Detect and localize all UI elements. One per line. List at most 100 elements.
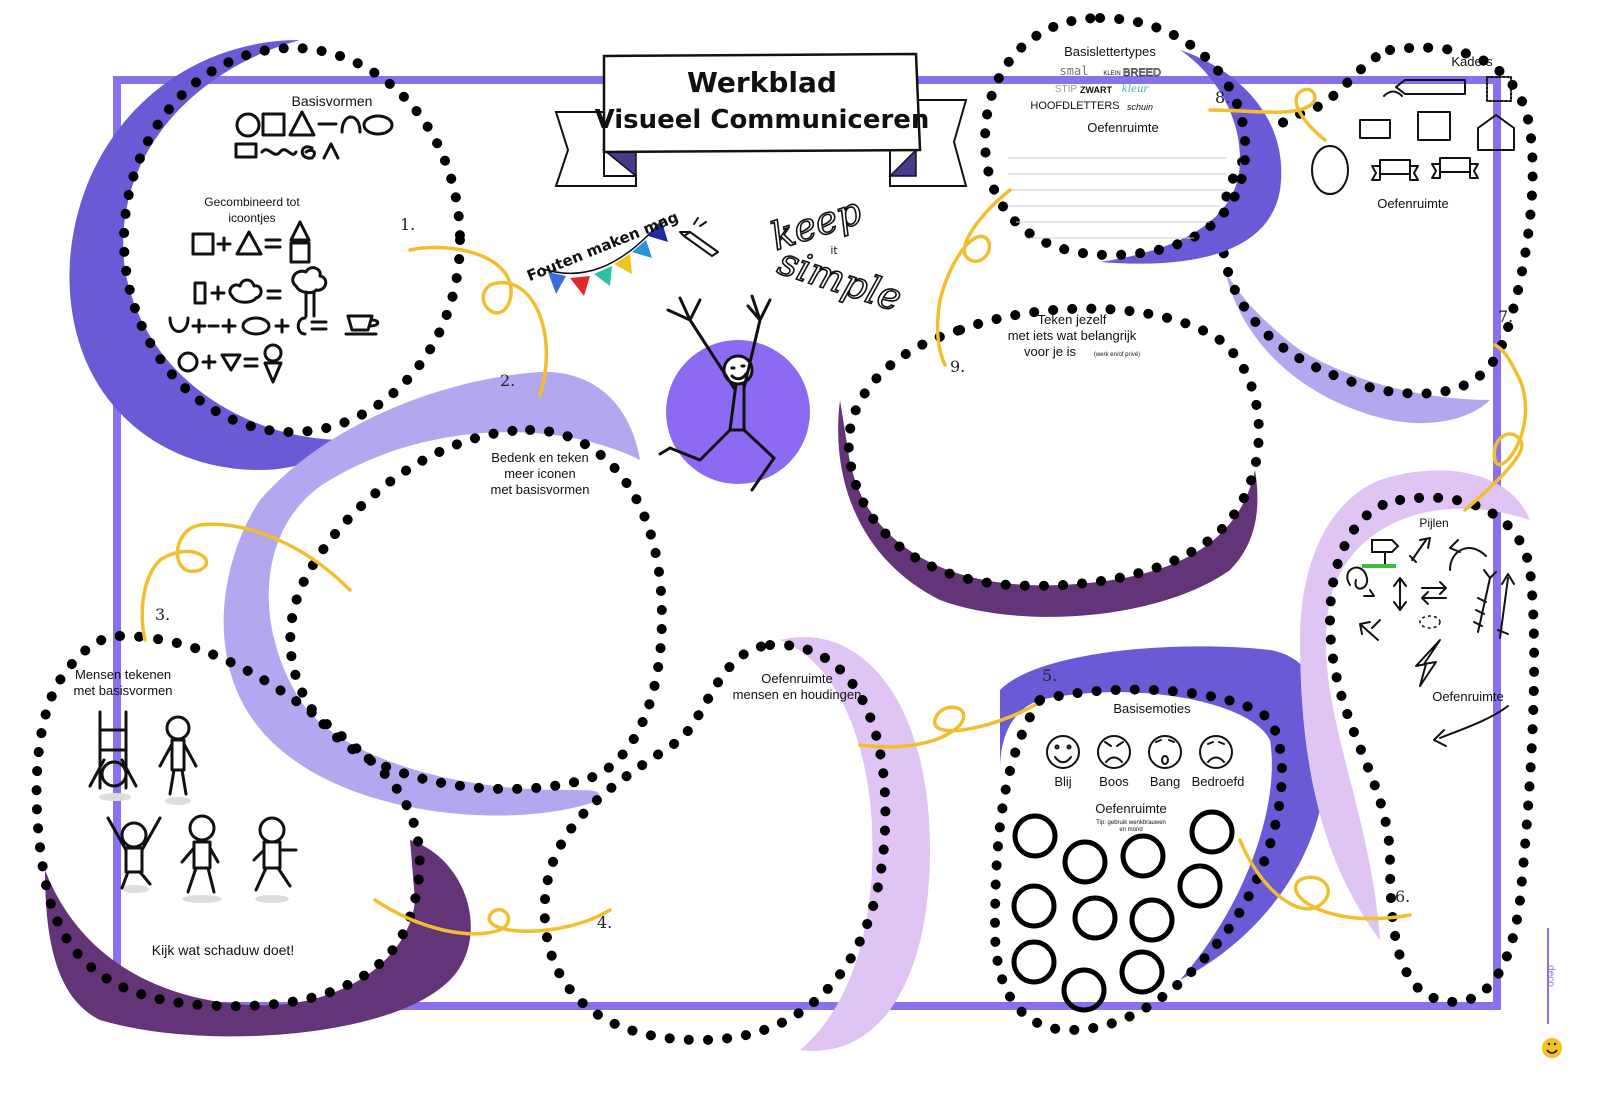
- font-sample-schuin: schuin: [1127, 102, 1153, 112]
- section-2: Bedenk en teken meer iconen met basisvor…: [223, 371, 667, 816]
- section-6: Pijlen Oefenruimte 6.: [1300, 470, 1540, 1007]
- section-1-dotted-border: [119, 43, 465, 437]
- cloud-icon: [228, 278, 263, 304]
- section-4-line2: mensen en houdingen: [733, 687, 862, 702]
- section-6-dotted-border: [1324, 492, 1540, 1007]
- title-line2: Visueel Communiceren: [595, 105, 930, 135]
- combined-icons: [168, 220, 380, 384]
- brand-logo-text: deco: [1545, 965, 1556, 987]
- title-banner: Werkblad Visueel Communiceren: [554, 52, 968, 187]
- keep-it-simple: keep it simple: [764, 188, 907, 321]
- section-9-dotted-border: [843, 303, 1264, 591]
- section-1-title: Basisvormen: [292, 93, 373, 109]
- yarn-3-4: [373, 898, 612, 936]
- section-6-practice: Oefenruimte: [1432, 689, 1504, 704]
- smiley-logo-icon: [1542, 1038, 1562, 1058]
- brand-logo: deco: [1542, 928, 1562, 1058]
- tree-icon: [291, 266, 328, 295]
- emotion-label-1: Blij: [1054, 774, 1071, 789]
- yarn-2-3: [140, 522, 352, 642]
- section-3-line1: Mensen tekenen: [75, 667, 171, 682]
- figure-circle: [666, 340, 810, 484]
- section-7-dotted-border: [1216, 42, 1538, 399]
- section-6-title: Pijlen: [1419, 516, 1448, 530]
- figure-lines: [658, 294, 776, 492]
- yarn-7-8: [1208, 87, 1327, 142]
- emotion-label-3: Bang: [1150, 774, 1180, 789]
- section-9-number: 9.: [950, 357, 965, 376]
- section-3-dotted-border: [31, 630, 425, 1012]
- emotion-faces: [1046, 735, 1233, 769]
- section-9: Teken jezelf met iets wat belangrijk voo…: [838, 303, 1264, 617]
- frame-icons: [1311, 76, 1515, 195]
- section-5-dotted-border: [989, 684, 1287, 1036]
- yarn-6-7: [1463, 343, 1528, 512]
- stick-figure: [658, 294, 810, 492]
- section-1-shape: [69, 40, 346, 470]
- simple-text: simple: [773, 239, 907, 320]
- section-1-combined-2: icoontjes: [228, 211, 275, 225]
- section-5-number: 5.: [1042, 666, 1057, 685]
- banner-panel: [602, 52, 922, 154]
- practice-circles: [1011, 809, 1235, 1013]
- section-6-shape: [1300, 470, 1530, 940]
- section-3-number: 3.: [155, 605, 170, 624]
- section-3: Mensen tekenen met basisvormen Kijk wat …: [31, 605, 471, 1037]
- signpost-icon: [1371, 539, 1400, 553]
- section-8-number: 8.: [1215, 88, 1230, 107]
- stick-people: [88, 710, 298, 903]
- emotion-label-4: Bedroefd: [1192, 774, 1245, 789]
- section-4-line1: Oefenruimte: [761, 671, 833, 686]
- section-5-tip2: en mond: [1119, 827, 1142, 833]
- font-sample-smal: smal: [1060, 64, 1089, 78]
- section-9-line1: Teken jezelf: [1038, 312, 1107, 327]
- writing-lines: [1008, 157, 1226, 239]
- section-6-number: 6.: [1395, 887, 1410, 906]
- section-2-shape: [223, 371, 640, 816]
- coffee-cup-icon: [346, 314, 380, 332]
- section-7: Kaders Oefenruimte 7.: [1216, 42, 1538, 424]
- section-1-number: 1.: [400, 215, 415, 234]
- yarn-5-6: [1238, 838, 1412, 921]
- emotion-label-2: Boos: [1099, 774, 1129, 789]
- section-1: Basisvormen Gecombineerd tot icoontjes: [69, 40, 465, 470]
- section-8-title: Basislettertypes: [1064, 44, 1156, 59]
- font-sample-zwart: ZWART: [1080, 85, 1112, 95]
- section-8: Basislettertypes smal KLEIN BREED STIP Z…: [979, 12, 1282, 264]
- section-5-title: Basisemoties: [1113, 701, 1191, 716]
- yarn-1-2: [408, 245, 549, 397]
- section-2-number: 2.: [500, 371, 515, 390]
- section-2-line2: meer iconen: [504, 466, 576, 481]
- section-4-number: 4.: [597, 913, 612, 932]
- yarn-connectors: [140, 87, 1528, 936]
- section-4-dotted-border: [539, 639, 891, 1046]
- section-9-line3: voor je is: [1024, 344, 1077, 359]
- yarn-4-5: [858, 703, 1037, 749]
- arrow-icons: [1346, 537, 1515, 747]
- section-9-line2: met iets wat belangrijk: [1008, 328, 1137, 343]
- font-sample-hoofdletters: HOOFDLETTERS: [1030, 100, 1119, 112]
- font-sample-kleur: kleur: [1122, 84, 1150, 95]
- section-5: Basisemoties Blij Boos Bang Bedroefd Oef…: [989, 646, 1330, 1036]
- font-sample-klein: KLEIN: [1103, 71, 1120, 77]
- section-4-shape: [780, 636, 930, 1051]
- flag-bunting: Fouten maken mag: [524, 208, 719, 296]
- section-3-line2: met basisvormen: [74, 683, 173, 698]
- pencil-icon: [679, 217, 719, 257]
- section-2-dotted-border: [285, 424, 667, 794]
- section-2-line1: Bedenk en teken: [491, 450, 589, 465]
- basic-shapes-icon: [234, 110, 394, 160]
- section-4: Oefenruimte mensen en houdingen 4.: [539, 636, 930, 1051]
- section-7-practice: Oefenruimte: [1377, 196, 1449, 211]
- section-9-small: (werk en/of privé): [1094, 352, 1140, 358]
- section-8-practice: Oefenruimte: [1087, 120, 1159, 135]
- section-7-number: 7.: [1498, 307, 1513, 326]
- title-line1: Werkblad: [687, 66, 837, 99]
- section-5-tip1: Tip: gebruik wenkbrauwen: [1096, 820, 1166, 826]
- yarn-8-9: [935, 188, 1012, 367]
- font-sample-stip: STIP: [1055, 84, 1078, 95]
- section-1-combined: Gecombineerd tot: [204, 195, 300, 209]
- section-5-practice: Oefenruimte: [1095, 801, 1167, 816]
